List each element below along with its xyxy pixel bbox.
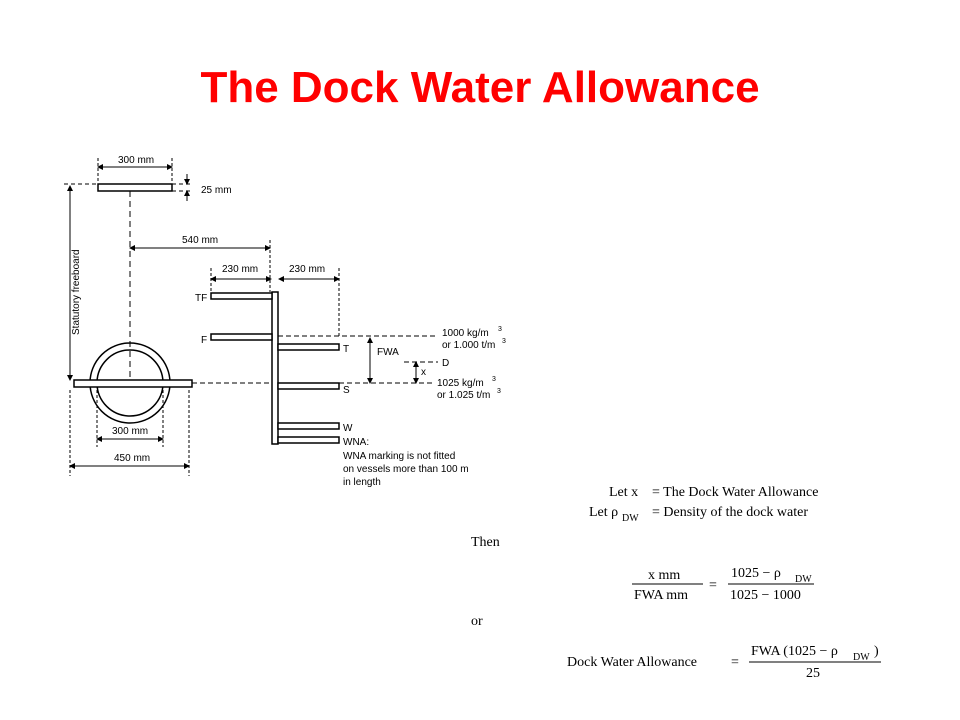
svg-text:): ) <box>874 644 879 659</box>
dim-230-a: 230 mm <box>210 264 272 296</box>
svg-text:x mm: x mm <box>648 568 680 583</box>
x-label: x <box>421 367 426 378</box>
svg-text:WNA marking is not fitted: WNA marking is not fitted <box>343 451 455 462</box>
fwa-dim: FWA <box>367 337 399 384</box>
svg-text:DW: DW <box>853 652 870 663</box>
dim-230-a-label: 230 mm <box>222 264 258 275</box>
or-label: or <box>471 614 483 629</box>
mark-tf: TF <box>195 292 273 304</box>
dim-300-bottom: 300 mm <box>96 390 164 447</box>
svg-text:S: S <box>343 385 350 396</box>
svg-text:Let ρ: Let ρ <box>589 505 618 520</box>
dim-300-bottom-label: 300 mm <box>112 426 148 437</box>
svg-text:=: = <box>709 578 717 593</box>
ratio-formula: x mm FWA mm = 1025 − ρ DW 1025 − 1000 <box>632 566 814 603</box>
dim-540: 540 mm <box>129 235 271 292</box>
svg-text:F: F <box>201 335 207 346</box>
svg-text:3: 3 <box>502 338 506 345</box>
svg-text:D: D <box>442 358 449 369</box>
dwa-formula: Dock Water Allowance = FWA (1025 − ρ DW … <box>567 644 881 681</box>
svg-text:or 1.025 t/m: or 1.025 t/m <box>437 390 490 401</box>
svg-text:1025 − 1000: 1025 − 1000 <box>730 588 801 603</box>
fresh-water-line: 1000 kg/m 3 or 1.000 t/m 3 <box>278 326 506 351</box>
svg-text:25: 25 <box>806 666 820 681</box>
formula-definitions: Let x = The Dock Water Allowance Let ρ D… <box>589 485 818 524</box>
mark-w: W <box>277 422 353 434</box>
svg-text:3: 3 <box>498 326 502 333</box>
svg-text:T: T <box>343 344 349 355</box>
svg-text:WNA:: WNA: <box>343 437 369 448</box>
dim-300-top-label: 300 mm <box>118 155 154 166</box>
svg-text:or 1.000 t/m: or 1.000 t/m <box>442 340 495 351</box>
svg-text:3: 3 <box>497 388 501 395</box>
svg-text:in length: in length <box>343 477 381 488</box>
mark-f: F <box>201 333 273 346</box>
load-line-vertical-bar <box>271 291 279 445</box>
dock-water-line: D x <box>404 358 449 384</box>
dim-450-label: 450 mm <box>114 453 150 464</box>
svg-text:=: = <box>731 655 739 670</box>
fwa-label: FWA <box>377 347 399 358</box>
svg-text:FWA (1025 − ρ: FWA (1025 − ρ <box>751 644 838 659</box>
mark-wna: WNA: <box>277 436 369 448</box>
wna-note: WNA marking is not fitted on vessels mor… <box>343 451 469 488</box>
svg-text:1000 kg/m: 1000 kg/m <box>442 328 489 339</box>
statutory-freeboard-label: Statutory freeboard <box>71 249 82 335</box>
slide-title: The Dock Water Allowance <box>200 63 760 112</box>
svg-text:DW: DW <box>795 574 812 585</box>
dim-540-label: 540 mm <box>182 235 218 246</box>
svg-text:FWA mm: FWA mm <box>634 588 688 603</box>
svg-text:= Density of the dock water: = Density of the dock water <box>652 505 808 520</box>
salt-water-line: 1025 kg/m 3 or 1.025 t/m 3 <box>339 376 501 401</box>
svg-text:Let x: Let x <box>609 485 638 500</box>
mark-t: T <box>277 343 349 355</box>
dim-25-label: 25 mm <box>201 185 232 196</box>
svg-text:TF: TF <box>195 293 207 304</box>
then-label: Then <box>471 535 500 550</box>
svg-text:on vessels more than 100 m: on vessels more than 100 m <box>343 464 469 475</box>
dim-450: 450 mm <box>69 390 190 476</box>
svg-text:W: W <box>343 423 353 434</box>
svg-text:1025 − ρ: 1025 − ρ <box>731 566 781 581</box>
svg-text:1025 kg/m: 1025 kg/m <box>437 378 484 389</box>
plimsoll-ring <box>73 342 193 424</box>
svg-text:3: 3 <box>492 376 496 383</box>
svg-text:DW: DW <box>622 513 639 524</box>
svg-text:= The Dock Water Allowance: = The Dock Water Allowance <box>652 485 818 500</box>
statutory-freeboard-dim: Statutory freeboard <box>67 185 82 381</box>
deck-line <box>64 183 190 192</box>
dim-25: 25 mm <box>184 174 232 201</box>
mark-s: S <box>277 382 350 396</box>
dim-230-b-label: 230 mm <box>289 264 325 275</box>
dim-300-top: 300 mm <box>97 155 173 182</box>
dim-230-b: 230 mm <box>278 264 340 336</box>
svg-text:Dock Water Allowance: Dock Water Allowance <box>567 655 697 670</box>
